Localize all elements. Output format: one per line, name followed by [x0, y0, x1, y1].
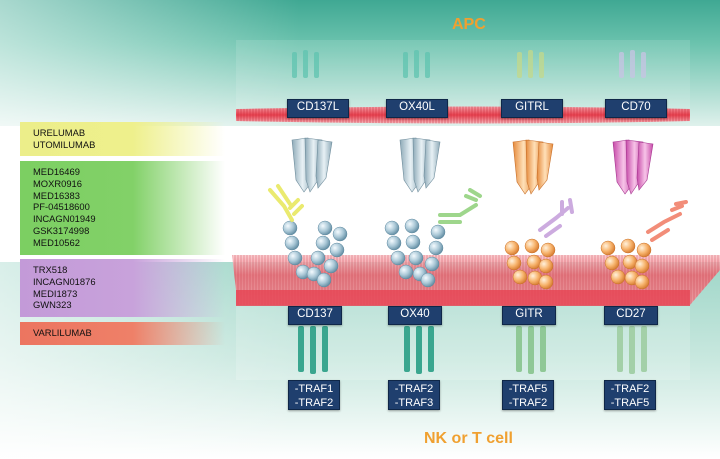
drug-name: TRX518: [33, 264, 68, 275]
traf-line: -TRAF2: [508, 397, 548, 409]
traf-line: -TRAF5: [508, 383, 548, 395]
receptor-cd27-chains: [600, 238, 652, 290]
antibody-purple-icon: [538, 198, 574, 238]
receptor-ox40-chains: [384, 218, 446, 288]
drug-name: UTOMILUMAB: [33, 138, 96, 150]
apc-membrane-texture: [236, 106, 690, 124]
drug-name: MOXR0916: [33, 177, 82, 189]
receptor-tails: [298, 326, 647, 374]
receptor-label-cd27: CD27: [604, 306, 658, 325]
ligand-label-ox40l: OX40L: [386, 99, 448, 118]
drug-name: MED10562: [33, 236, 80, 248]
traf-label-gitr: -TRAF5 -TRAF2: [502, 380, 554, 410]
antibody-group-gitr: TRX518 INCAGN01876 MEDI1873 GWN323: [20, 259, 225, 317]
ligand-ox40l-trimer: [399, 137, 441, 193]
traf-line: -TRAF2: [610, 383, 650, 395]
ligand-stalks: [292, 50, 646, 78]
traf-label-ox40: -TRAF2 -TRAF3: [388, 380, 440, 410]
ligand-label-cd70: CD70: [605, 99, 667, 118]
nk-t-cell-title: NK or T cell: [424, 430, 513, 447]
receptor-label-ox40: OX40: [388, 306, 442, 325]
traf-line: -TRAF2: [294, 397, 334, 409]
traf-label-cd137: -TRAF1 -TRAF2: [288, 380, 340, 410]
apc-fade: [0, 0, 300, 126]
antibody-yellow-icon: [268, 184, 304, 222]
antibody-group-cd27: VARLILUMAB: [20, 322, 225, 345]
traf-line: -TRAF1: [294, 383, 334, 395]
apc-inner-panel: [236, 40, 690, 118]
drug-name: MED16469: [33, 166, 80, 177]
ligand-gitrl-trimer: [512, 139, 554, 195]
drug-name: URELUMAB: [33, 127, 86, 138]
drug-name: INCAGN01876: [33, 275, 96, 287]
nk-t-membrane-edge: [236, 290, 690, 306]
receptor-label-cd137: CD137: [288, 306, 342, 325]
receptor-cd137-chains: [282, 220, 348, 288]
apc-title: APC: [452, 16, 486, 33]
traf-line: -TRAF3: [394, 397, 434, 409]
drug-name: GSK3174998: [33, 224, 90, 236]
drug-name: MEDI1873: [33, 287, 78, 299]
drug-name: PF-04518600: [33, 201, 90, 213]
traf-label-cd27: -TRAF2 -TRAF5: [604, 380, 656, 410]
drug-name: MED16383: [33, 189, 80, 201]
traf-line: -TRAF2: [394, 383, 434, 395]
ligand-label-gitrl: GITRL: [501, 99, 563, 118]
drug-name: GWN323: [33, 299, 72, 311]
receptor-gitr-chains: [504, 238, 556, 290]
ligand-cd137l-trimer: [291, 137, 333, 193]
nk-t-inner-panel: [236, 306, 690, 380]
ligand-label-cd137l: CD137L: [287, 99, 349, 118]
antibody-group-ox40: MED16469 MOXR0916 MED16383 PF-04518600 I…: [20, 161, 225, 255]
antibody-group-cd137: URELUMAB UTOMILUMAB: [20, 122, 225, 156]
antibody-green-icon: [438, 188, 482, 224]
drug-name: VARLILUMAB: [33, 327, 92, 338]
traf-line: -TRAF5: [610, 397, 650, 409]
receptor-label-gitr: GITR: [502, 306, 556, 325]
drug-name: INCAGN01949: [33, 213, 96, 225]
antibody-red-icon: [646, 200, 688, 242]
ligand-cd70-trimer: [612, 139, 654, 195]
